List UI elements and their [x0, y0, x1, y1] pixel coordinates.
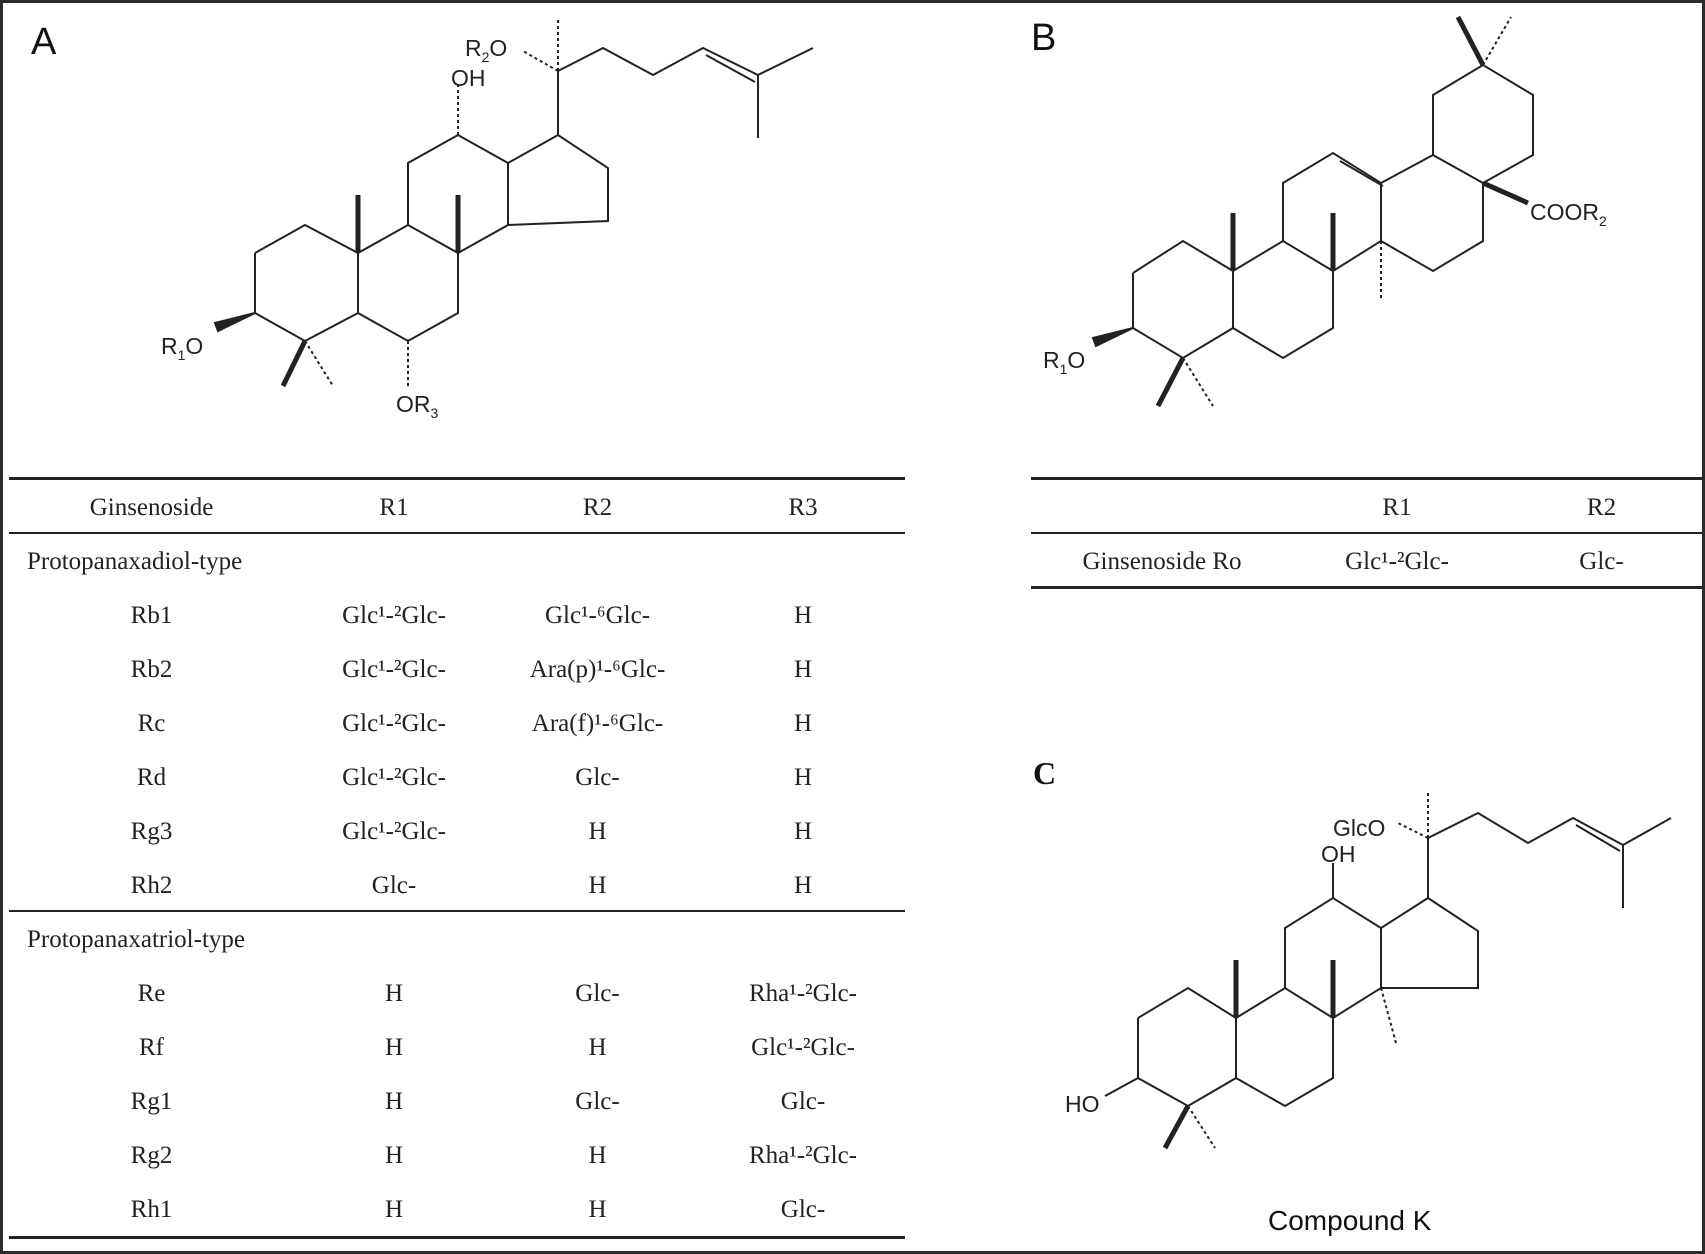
- table-cell: H: [384, 980, 404, 1007]
- table-a-header: R3: [788, 494, 818, 521]
- table-cell: Glc¹-²Glc-: [1345, 548, 1449, 575]
- table-cell: Rg3: [130, 818, 173, 845]
- table-row: Rb1 Glc¹-²Glc- Glc¹-⁶Glc- H: [9, 589, 905, 643]
- table-cell: H: [588, 1196, 607, 1223]
- table-cell: Glc¹-²Glc-: [342, 818, 446, 845]
- table-cell: H: [588, 1142, 607, 1169]
- table-cell: Glc¹-²Glc-: [342, 710, 446, 737]
- table-cell: H: [588, 872, 607, 899]
- table-cell: H: [384, 1034, 404, 1061]
- table-cell: Re: [137, 980, 166, 1007]
- panel-a-oh-label: OH: [451, 65, 486, 91]
- table-a-header: Ginsenoside: [89, 494, 214, 521]
- table-cell: Glc-: [780, 1088, 826, 1115]
- table-cell: Glc-: [1579, 548, 1624, 575]
- table-row: Rg2 H H Rha¹-²Glc-: [9, 1129, 905, 1183]
- table-cell: H: [384, 1088, 404, 1115]
- table-a-header-row: Ginsenoside R1 R2 R3: [9, 481, 905, 535]
- table-a-bottom-rule: [9, 1236, 905, 1239]
- table-cell: Rg2: [130, 1142, 173, 1169]
- panel-c-letter: C: [1033, 755, 1057, 791]
- table-cell: Rh2: [130, 872, 173, 899]
- table-row: Rg3 Glc¹-²Glc- H H: [9, 805, 905, 859]
- figure-canvas: A R2O OH R1O OR3 Gins: [3, 3, 1702, 1251]
- table-cell: Rha¹-²Glc-: [748, 980, 857, 1007]
- table-cell: Rf: [139, 1034, 164, 1061]
- panel-a-letter: A: [31, 21, 57, 63]
- table-cell: H: [588, 818, 607, 845]
- table-row: Rf H H Glc¹-²Glc-: [9, 1021, 905, 1075]
- compound-k-caption: Compound K: [1268, 1205, 1432, 1236]
- table-b-header: R1: [1382, 494, 1412, 521]
- panel-a-or3-label: OR3: [396, 391, 439, 421]
- table-row: Rb2 Glc¹-²Glc- Ara(p)¹-⁶Glc- H: [9, 643, 905, 697]
- table-b-header-row: R1 R2: [1031, 481, 1702, 535]
- table-cell: Rb1: [130, 602, 173, 629]
- table-cell: Rd: [136, 764, 167, 791]
- table-cell: H: [793, 710, 813, 737]
- panel-a-structure: [213, 18, 814, 388]
- table-cell: Glc-: [575, 980, 620, 1007]
- table-cell: Glc-: [780, 1196, 826, 1223]
- table-cell: Rh1: [130, 1196, 173, 1223]
- panel-b-r1o-label: R1O: [1043, 347, 1086, 377]
- table-cell: Rg1: [130, 1088, 173, 1115]
- table-cell: H: [793, 872, 813, 899]
- table-row: Rc Glc¹-²Glc- Ara(f)¹-⁶Glc- H: [9, 697, 905, 751]
- panel-b-structure: [1091, 15, 1534, 408]
- table-group-title: Protopanaxadiol-type: [27, 548, 243, 575]
- table-cell: Ginsenoside Ro: [1082, 548, 1242, 575]
- table-cell: Glc-: [575, 764, 620, 791]
- table-a-header-rule: [9, 532, 905, 534]
- table-cell: Glc-: [575, 1088, 620, 1115]
- table-cell: Ara(p)¹-⁶Glc-: [529, 656, 666, 683]
- table-cell: H: [793, 764, 813, 791]
- table-cell: Rb2: [130, 656, 173, 683]
- table-a-group-rule: [9, 910, 905, 912]
- ginsenoside-ro-table: R1 R2 Ginsenoside Ro Glc¹-²Glc- Glc-: [1031, 481, 1702, 589]
- table-cell: H: [384, 1142, 404, 1169]
- panel-a-r2o-label: R2O: [465, 35, 508, 65]
- panel-c-oh-label: OH: [1321, 841, 1356, 867]
- table-cell: H: [793, 602, 813, 629]
- table-cell: Glc¹-²Glc-: [342, 602, 446, 629]
- table-group-row: Protopanaxatriol-type: [9, 913, 905, 967]
- table-b-header: R2: [1586, 494, 1617, 521]
- table-row: Rd Glc¹-²Glc- Glc- H: [9, 751, 905, 805]
- table-b-header-rule: [1031, 532, 1702, 534]
- table-row: Rg1 H Glc- Glc-: [9, 1075, 905, 1129]
- table-cell: H: [384, 1196, 404, 1223]
- table-a-header: R2: [582, 494, 613, 521]
- table-row: Re H Glc- Rha¹-²Glc-: [9, 967, 905, 1021]
- table-cell: Glc¹-²Glc-: [342, 764, 446, 791]
- panel-c-ho-label: HO: [1065, 1091, 1100, 1117]
- table-group-title: Protopanaxatriol-type: [27, 926, 245, 953]
- table-row: Rh1 H H Glc-: [9, 1183, 905, 1237]
- table-a-header: R1: [379, 494, 409, 521]
- panel-c-structure: [1104, 793, 1672, 1150]
- table-cell: H: [588, 1034, 607, 1061]
- table-group-row: Protopanaxadiol-type: [9, 535, 905, 589]
- table-b-top-rule: [1031, 477, 1702, 480]
- table-cell: Rha¹-²Glc-: [748, 1142, 857, 1169]
- table-cell: Rc: [137, 710, 166, 737]
- panel-b-coor2-label: COOR2: [1530, 199, 1607, 229]
- panel-c-glco-label: GlcO: [1333, 815, 1386, 841]
- table-b-bottom-rule: [1031, 586, 1702, 589]
- table-cell: Glc¹-²Glc-: [751, 1034, 855, 1061]
- table-cell: Glc¹-⁶Glc-: [544, 602, 651, 629]
- table-cell: H: [793, 656, 813, 683]
- table-row: Ginsenoside Ro Glc¹-²Glc- Glc-: [1031, 535, 1702, 589]
- table-a-top-rule: [9, 477, 905, 480]
- table-cell: Ara(f)¹-⁶Glc-: [531, 710, 664, 737]
- table-cell: Glc¹-²Glc-: [342, 656, 446, 683]
- table-cell: H: [793, 818, 813, 845]
- table-row: Rh2 Glc- H H: [9, 859, 905, 913]
- table-cell: Glc-: [371, 872, 417, 899]
- panel-a-r1o-label: R1O: [161, 333, 204, 363]
- panel-b-letter: B: [1031, 17, 1057, 59]
